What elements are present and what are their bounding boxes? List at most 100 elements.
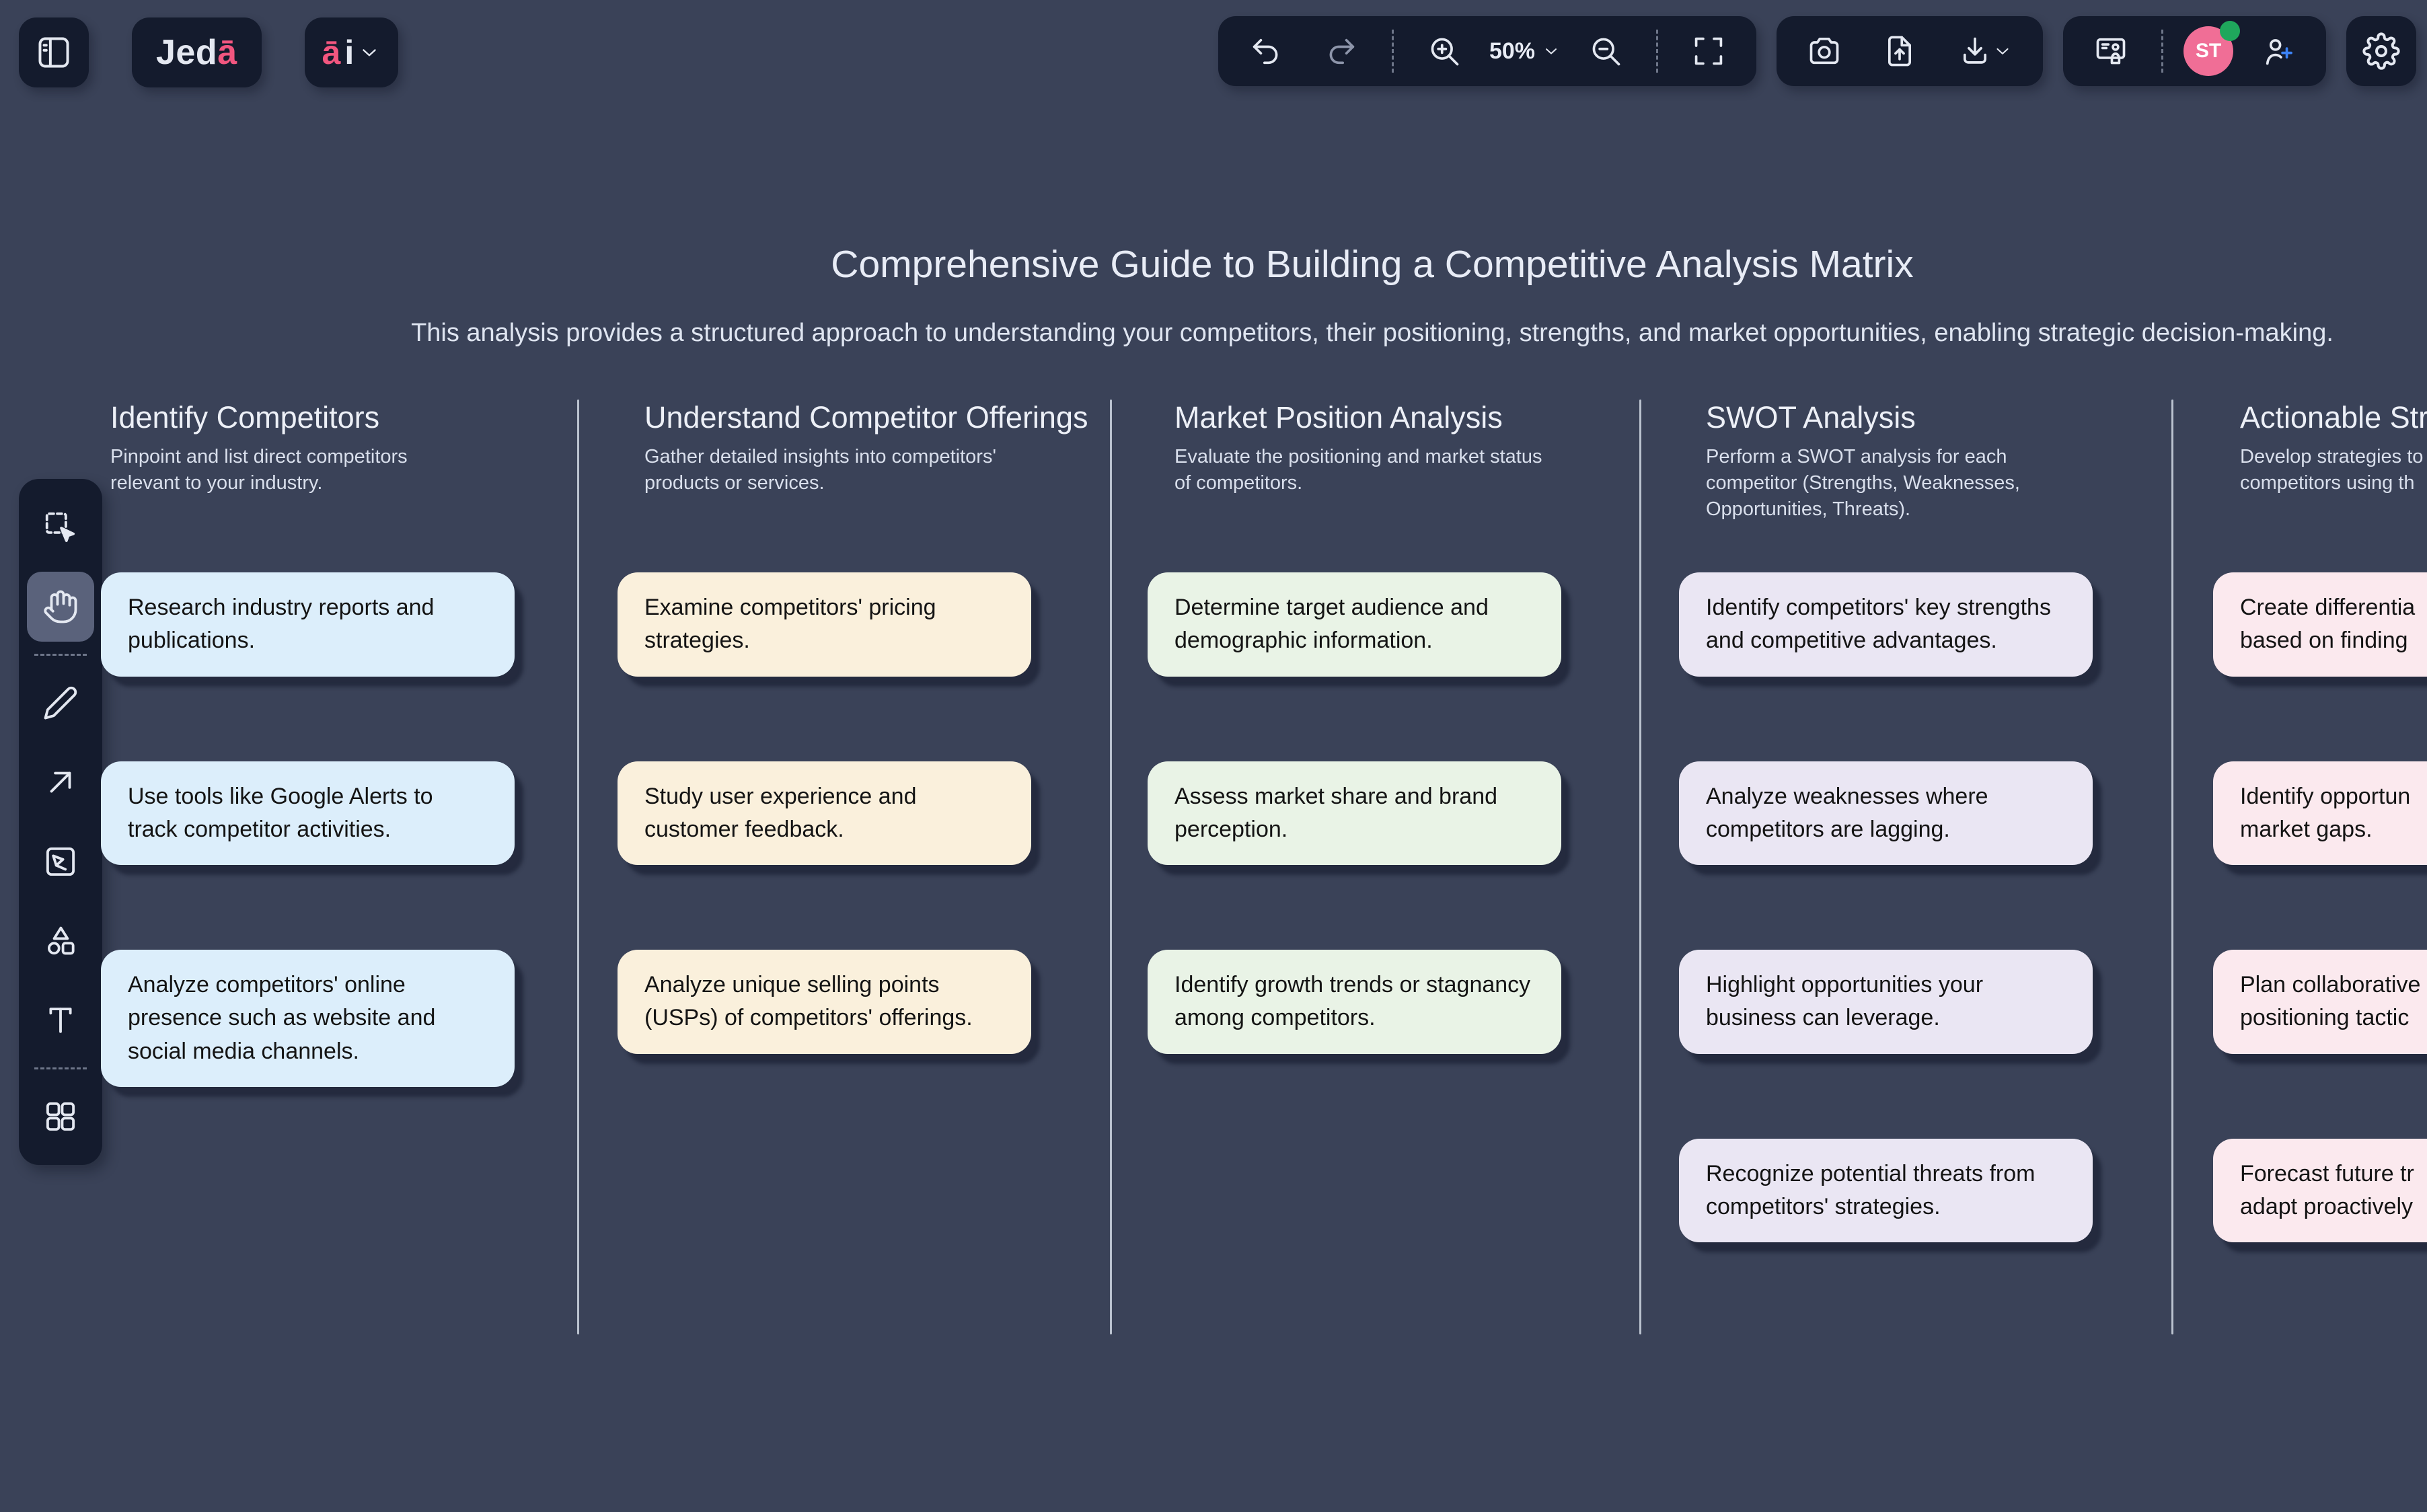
online-status-dot xyxy=(2220,21,2240,41)
redo-icon xyxy=(1329,38,1355,65)
file-upload-icon xyxy=(1888,36,1912,67)
select-icon xyxy=(45,512,75,542)
chevron-down-icon xyxy=(363,49,376,56)
palette-divider xyxy=(34,1067,87,1069)
tool-palette xyxy=(19,479,102,1165)
column-description: Gather detailed insights into competitor… xyxy=(644,446,996,494)
zoom-in-button[interactable] xyxy=(1414,21,1474,81)
present-button[interactable] xyxy=(2081,21,2141,81)
sticky-card[interactable]: Research industry reports and publicatio… xyxy=(101,572,515,677)
column-header: Market Position Analysis xyxy=(1174,400,1503,434)
sticky-card[interactable]: Analyze weaknesses where competitors are… xyxy=(1679,761,2093,866)
logo-accent: ā xyxy=(217,33,237,72)
column-understand-offerings: Understand Competitor Offerings Gather d… xyxy=(618,400,1088,1054)
zoom-out-icon xyxy=(1592,38,1620,66)
sticky-card[interactable]: Forecast future tr adapt proactively xyxy=(2213,1138,2427,1243)
sticky-card[interactable]: Analyze unique selling points (USPs) of … xyxy=(618,950,1031,1054)
sticky-card[interactable]: Highlight opportunities your business ca… xyxy=(1679,950,2093,1054)
redo-button[interactable] xyxy=(1311,21,1372,81)
collaboration-group: ST xyxy=(2063,16,2326,86)
grid-icon xyxy=(46,1102,75,1131)
sticky-card[interactable]: Determine target audience and demographi… xyxy=(1148,572,1561,677)
add-user-button[interactable] xyxy=(2248,21,2309,81)
sidebar-toggle-button[interactable] xyxy=(19,17,89,87)
sticky-card[interactable]: Identify opportun market gaps. xyxy=(2213,761,2427,866)
zoom-level-dropdown[interactable]: 50% xyxy=(1489,38,1561,65)
gear-icon xyxy=(2362,32,2400,70)
fullscreen-button[interactable] xyxy=(1678,21,1739,81)
sticky-card[interactable]: Use tools like Google Alerts to track co… xyxy=(101,761,515,866)
settings-button[interactable] xyxy=(2346,16,2416,86)
board-subtitle: This analysis provides a structured appr… xyxy=(411,319,2333,347)
undo-button[interactable] xyxy=(1236,21,1296,81)
import-file-button[interactable] xyxy=(1869,21,1930,81)
image-icon xyxy=(46,847,75,876)
toolbar-divider xyxy=(2161,30,2163,73)
logo-text: Jed xyxy=(156,33,218,72)
sidebar-toggle-icon xyxy=(38,37,69,68)
camera-icon xyxy=(1809,37,1839,65)
download-button[interactable] xyxy=(1945,21,2025,81)
sticky-card[interactable]: Study user experience and customer feedb… xyxy=(618,761,1031,866)
sticky-card[interactable]: Recognize potential threats from competi… xyxy=(1679,1138,2093,1243)
column-actionable-strategies: Actionable Stra Develop strategies to co… xyxy=(2213,400,2427,1243)
download-icon xyxy=(1963,37,1987,64)
column-header: Identify Competitors xyxy=(110,400,380,434)
undo-icon xyxy=(1253,38,1278,65)
avatar[interactable]: ST xyxy=(2183,21,2240,76)
sticky-card[interactable]: Examine competitors' pricing strategies. xyxy=(618,572,1031,677)
screenshot-button[interactable] xyxy=(1794,21,1855,81)
column-header: SWOT Analysis xyxy=(1706,400,1916,434)
sticky-card[interactable]: Identify competitors' key strengths and … xyxy=(1679,572,2093,677)
sticky-card[interactable]: Analyze competitors' online presence suc… xyxy=(101,950,515,1088)
hand-icon xyxy=(44,590,77,623)
tool-arrow[interactable] xyxy=(27,747,94,817)
sticky-card[interactable]: Plan collaborative positioning tactic xyxy=(2213,950,2427,1054)
chevron-down-icon xyxy=(1546,48,1557,54)
tool-image[interactable] xyxy=(27,827,94,897)
sticky-card[interactable]: Assess market share and brand perception… xyxy=(1148,761,1561,866)
tool-select[interactable] xyxy=(27,492,94,562)
tool-shapes[interactable] xyxy=(27,906,94,976)
sticky-card[interactable]: Identify growth trends or stagnancy amon… xyxy=(1148,950,1561,1054)
column-market-position: Market Position Analysis Evaluate the po… xyxy=(1148,400,1561,1054)
capture-export-group xyxy=(1777,16,2043,86)
arrow-up-right-icon xyxy=(50,771,71,793)
shapes-icon xyxy=(47,926,75,955)
avatar-initials: ST xyxy=(2195,40,2222,62)
column-identify-competitors: Identify Competitors Pinpoint and list d… xyxy=(101,400,515,1088)
column-divider xyxy=(1639,400,1641,1334)
zoom-out-button[interactable] xyxy=(1575,21,1636,81)
column-divider xyxy=(2171,400,2173,1334)
pen-icon xyxy=(44,686,77,720)
column-header: Understand Competitor Offerings xyxy=(644,400,1088,434)
column-divider xyxy=(577,400,579,1334)
column-description: Develop strategies to competitors using … xyxy=(2240,446,2424,494)
fullscreen-icon xyxy=(1694,37,1723,65)
history-zoom-group: 50% xyxy=(1218,16,1756,86)
ai-accent: ā xyxy=(322,34,341,71)
tool-hand[interactable] xyxy=(27,572,94,642)
column-divider xyxy=(1110,400,1112,1334)
palette-divider xyxy=(34,654,87,656)
zoom-in-icon xyxy=(1431,38,1459,66)
tool-pen[interactable] xyxy=(27,668,94,738)
topbar-right: 50% xyxy=(1218,16,2416,86)
user-plus-icon xyxy=(2266,39,2292,65)
column-header: Actionable Stra xyxy=(2240,400,2427,434)
sticky-card[interactable]: Create differentia based on finding xyxy=(2213,572,2427,677)
presentation-icon xyxy=(2096,38,2126,65)
zoom-level-value: 50% xyxy=(1489,38,1535,64)
tool-templates[interactable] xyxy=(27,1082,94,1151)
column-description: Pinpoint and list direct competitors rel… xyxy=(110,446,408,494)
column-swot-analysis: SWOT Analysis Perform a SWOT analysis fo… xyxy=(1679,400,2093,1243)
text-icon xyxy=(49,1008,72,1033)
column-description: Perform a SWOT analysis for each competi… xyxy=(1706,446,2020,520)
board-title: Comprehensive Guide to Building a Compet… xyxy=(831,243,1914,286)
ai-text: i xyxy=(344,34,354,71)
tool-text[interactable] xyxy=(27,985,94,1055)
toolbar-divider xyxy=(1656,30,1658,73)
